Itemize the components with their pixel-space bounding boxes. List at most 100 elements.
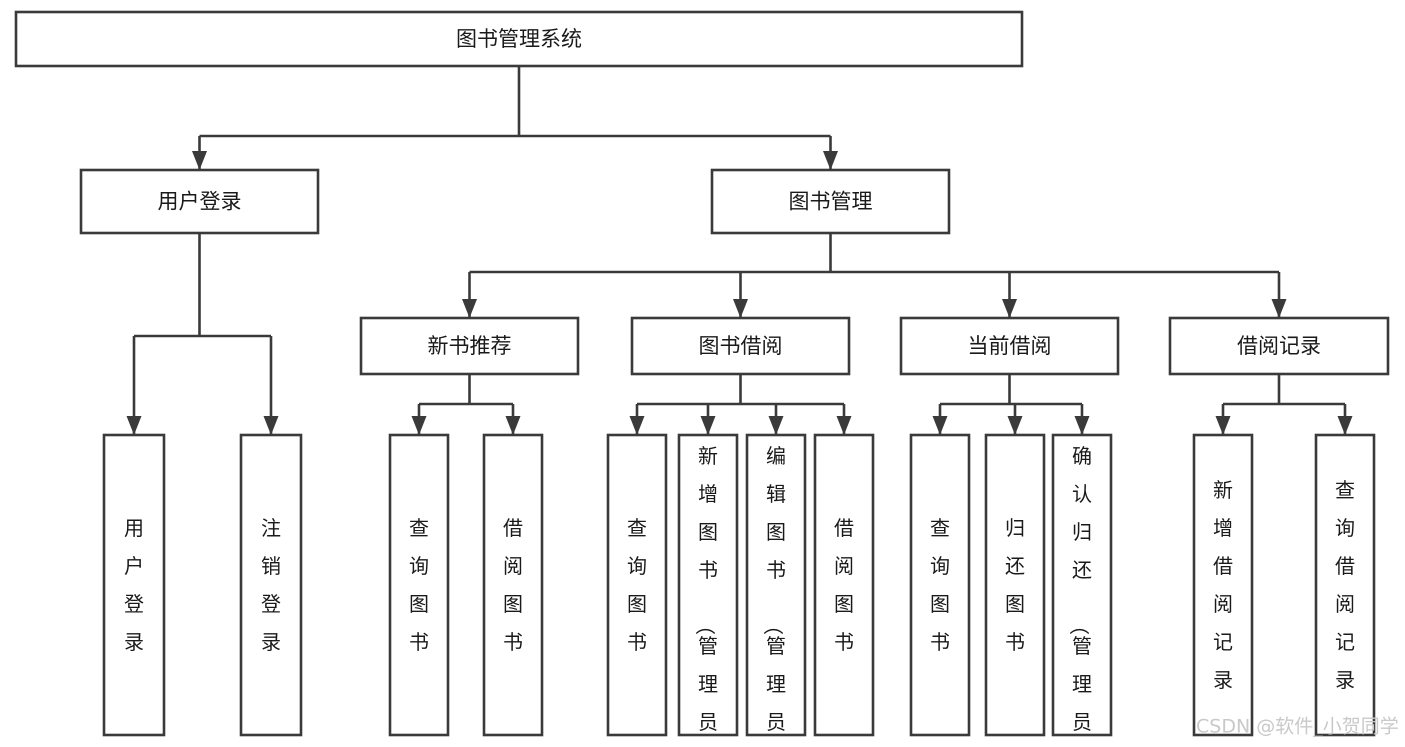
glyph: 新: [1213, 478, 1233, 502]
node-box-add-book-admin: [677, 433, 739, 737]
node-label-edit-book-admin: 编辑图书（管理员）: [761, 444, 786, 747]
node-label-add-book-admin: 新增图书（管理员）: [693, 444, 718, 747]
glyph: 增: [698, 482, 718, 506]
node-borrow-book-do[interactable]: 借阅图书: [813, 433, 875, 737]
node-new-book-rec[interactable]: 新书推荐: [359, 316, 580, 376]
glyph: 还: [1005, 554, 1025, 578]
node-query-book-borrow[interactable]: 查询图书: [606, 433, 668, 737]
node-query-book-current[interactable]: 查询图书: [909, 433, 971, 737]
node-borrow-record[interactable]: 借阅记录: [1168, 316, 1390, 376]
node-box-new-book-rec: [359, 316, 580, 376]
node-box-borrow-record: [1168, 316, 1390, 376]
glyph: 借: [1213, 554, 1233, 578]
node-user-logout[interactable]: 注销登录: [239, 433, 303, 737]
node-box-current-borrow: [899, 316, 1120, 376]
arrow-head-icon: [1007, 416, 1023, 435]
glyph: 还: [1072, 558, 1092, 582]
arrow-head-icon: [1074, 416, 1090, 435]
node-box-confirm-return: [1051, 433, 1113, 737]
glyph: 图: [766, 520, 786, 544]
glyph: 借: [1335, 554, 1355, 578]
node-label-borrow-record: 借阅记录: [1237, 334, 1321, 358]
glyph: （: [693, 615, 717, 635]
glyph: 查: [1335, 478, 1355, 502]
arrow-head-icon: [505, 416, 521, 435]
arrow-head-icon: [1002, 299, 1017, 318]
node-box-borrow-book-rec: [482, 433, 544, 737]
glyph: 阅: [834, 554, 854, 578]
glyph: 书: [409, 630, 429, 654]
glyph: 询: [409, 554, 429, 578]
node-label-query-book-rec: 查询图书: [409, 516, 429, 654]
node-query-book-rec[interactable]: 查询图书: [388, 433, 450, 737]
glyph: 书: [503, 630, 523, 654]
glyph: 书: [766, 558, 786, 582]
node-label-borrow-book-rec: 借阅图书: [503, 516, 523, 654]
node-user-login-do[interactable]: 用户登录: [102, 433, 166, 737]
node-add-borrow-record[interactable]: 新增借阅记录: [1192, 433, 1254, 737]
glyph: 查: [627, 516, 647, 540]
glyph: 书: [698, 558, 718, 582]
glyph: 增: [1213, 516, 1233, 540]
node-user-login[interactable]: 用户登录: [79, 168, 320, 235]
glyph: 登: [124, 592, 144, 616]
node-box-user-logout: [239, 433, 303, 737]
glyph: 录: [124, 630, 144, 654]
node-box-root: [14, 10, 1024, 68]
node-box-query-book-borrow: [606, 433, 668, 737]
node-box-book-borrow: [630, 316, 851, 376]
glyph: 图: [930, 592, 950, 616]
glyph: 阅: [1335, 592, 1355, 616]
glyph: 书: [627, 630, 647, 654]
arrow-head-icon: [462, 299, 477, 318]
glyph: 借: [503, 516, 523, 540]
glyph: 员: [766, 710, 786, 734]
node-label-query-book-borrow: 查询图书: [627, 516, 647, 654]
arrow-head-icon: [932, 416, 948, 435]
node-add-book-admin[interactable]: 新增图书（管理员）: [677, 433, 739, 747]
node-borrow-book-rec[interactable]: 借阅图书: [482, 433, 544, 737]
node-book-manage[interactable]: 图书管理: [710, 168, 951, 235]
node-label-query-borrow-record: 查询借阅记录: [1335, 478, 1355, 692]
node-box-query-book-current: [909, 433, 971, 737]
node-return-book[interactable]: 归还图书: [984, 433, 1046, 737]
glyph: 录: [261, 630, 281, 654]
node-edit-book-admin[interactable]: 编辑图书（管理员）: [745, 433, 807, 747]
arrow-head-icon: [126, 416, 142, 435]
node-label-root: 图书管理系统: [456, 27, 582, 51]
node-label-confirm-return: 确认归还（管理员）: [1067, 444, 1092, 747]
glyph: 图: [1005, 592, 1025, 616]
node-label-book-manage: 图书管理: [789, 190, 873, 214]
node-label-return-book: 归还图书: [1005, 516, 1025, 654]
glyph: 图: [503, 592, 523, 616]
glyph: （: [761, 615, 785, 635]
glyph: 书: [834, 630, 854, 654]
glyph: 图: [698, 520, 718, 544]
glyph: 书: [930, 630, 950, 654]
node-box-add-borrow-record: [1192, 433, 1254, 737]
node-box-book-manage: [710, 168, 951, 235]
watermark-label: CSDN @软件_小贺同学: [1196, 716, 1399, 738]
node-query-borrow-record[interactable]: 查询借阅记录: [1314, 433, 1376, 737]
node-book-borrow[interactable]: 图书借阅: [630, 316, 851, 376]
arrow-head-icon: [411, 416, 427, 435]
arrow-head-icon: [836, 416, 852, 435]
node-label-user-logout: 注销登录: [261, 516, 281, 654]
node-box-user-login-do: [102, 433, 166, 737]
node-current-borrow[interactable]: 当前借阅: [899, 316, 1120, 376]
glyph: 管: [698, 634, 718, 658]
glyph: 注: [261, 516, 281, 540]
glyph: 查: [930, 516, 950, 540]
glyph: 辑: [766, 482, 786, 506]
glyph: 询: [627, 554, 647, 578]
glyph: 图: [627, 592, 647, 616]
glyph: 录: [1335, 668, 1355, 692]
node-root[interactable]: 图书管理系统: [14, 10, 1024, 68]
glyph: 归: [1005, 516, 1025, 540]
glyph: 管: [1072, 634, 1092, 658]
glyph: 录: [1213, 668, 1233, 692]
node-confirm-return[interactable]: 确认归还（管理员）: [1051, 433, 1113, 747]
arrow-head-icon: [1215, 416, 1231, 435]
arrow-head-icon: [823, 151, 838, 170]
node-label-user-login-do: 用户登录: [124, 516, 144, 654]
